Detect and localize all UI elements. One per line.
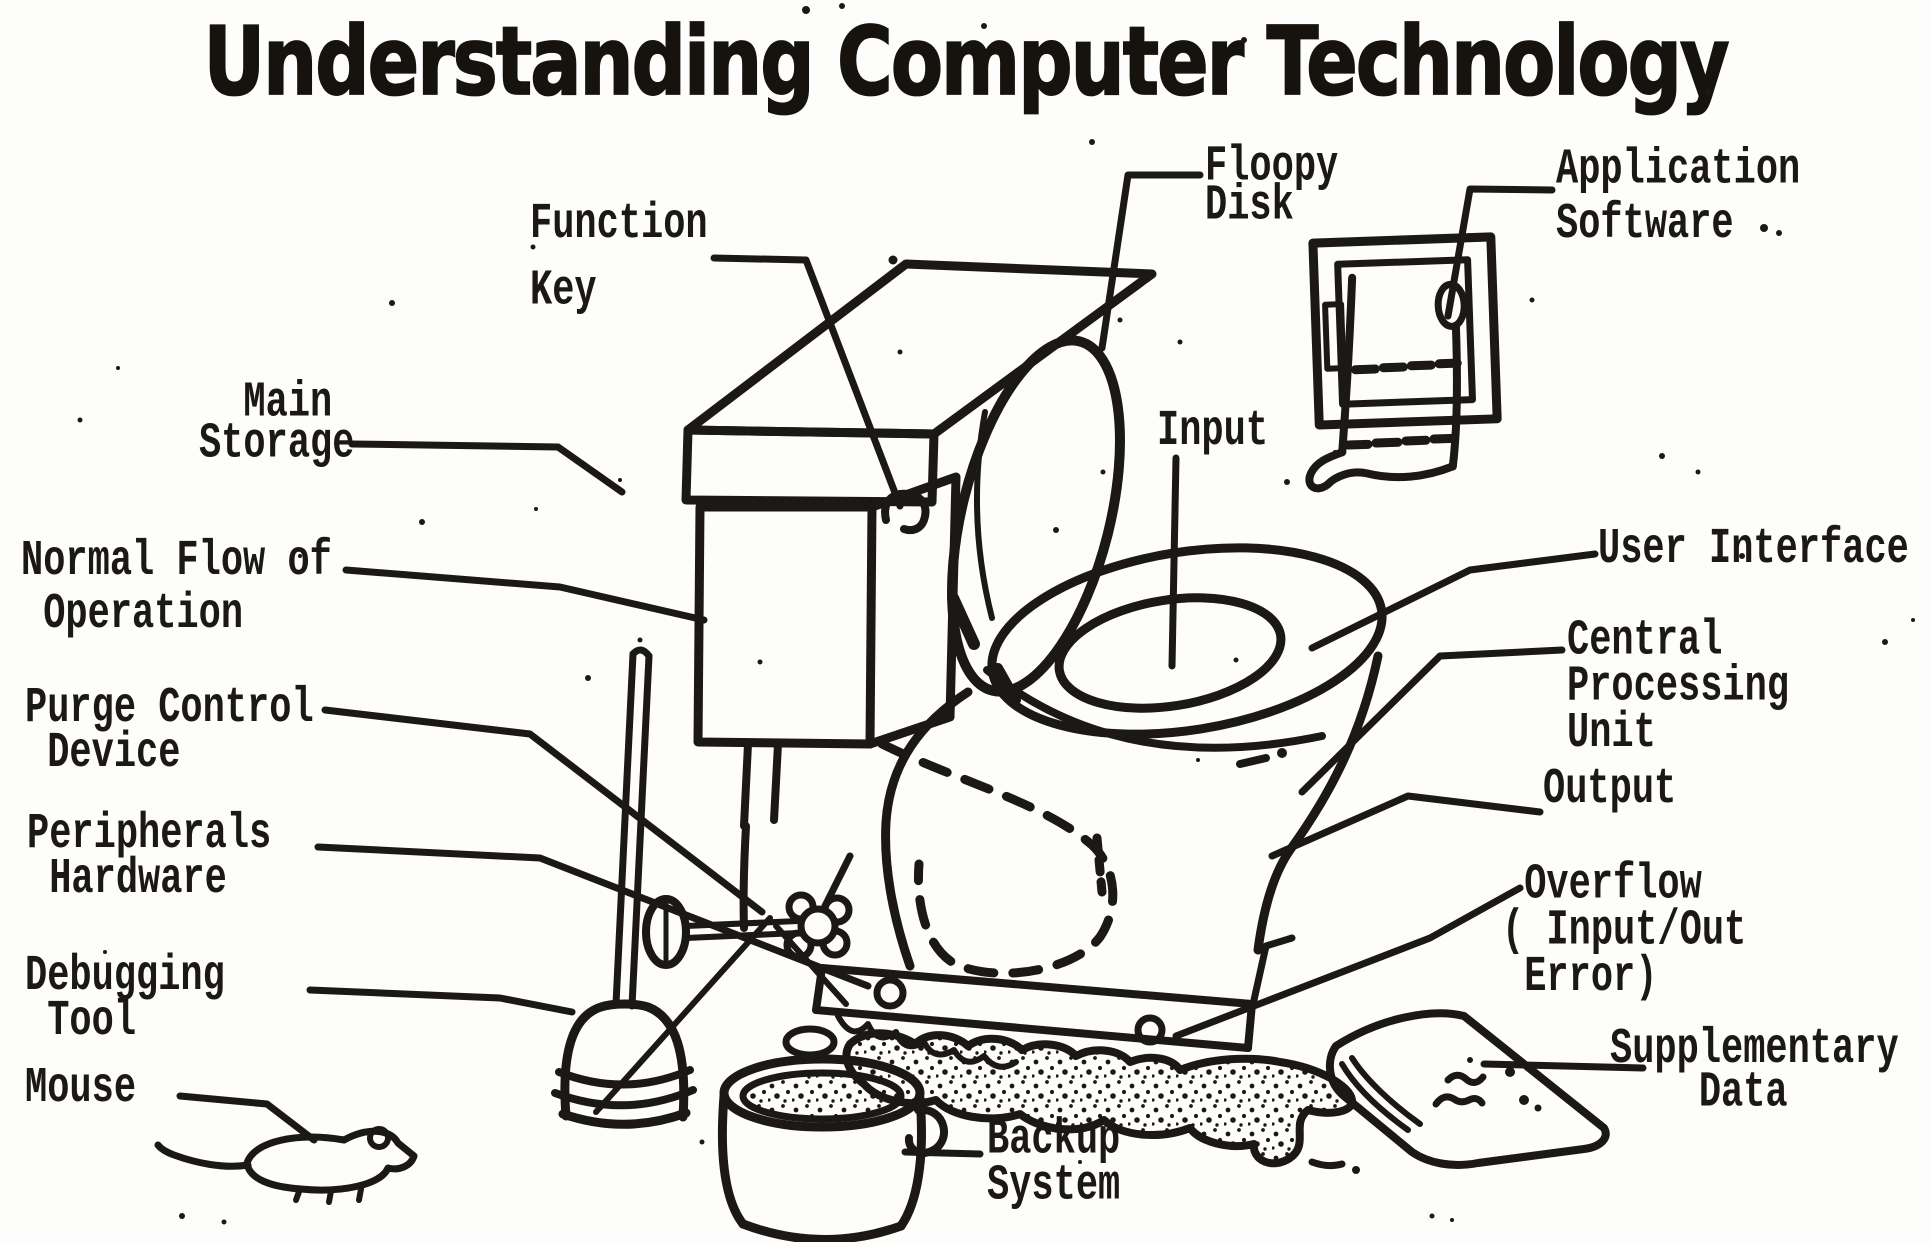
leader-application-software xyxy=(1444,185,1556,320)
label-mouse: Mouse xyxy=(25,1060,137,1118)
purge-valve-icon xyxy=(593,852,854,1115)
overflow-puddle-icon xyxy=(842,1029,1360,1174)
toilet-seat-lid-icon xyxy=(947,335,1125,705)
label-main-storage: Main Storage xyxy=(199,374,355,473)
flush-handle-icon xyxy=(881,489,930,535)
label-central-processing-unit: Central Processing Unit xyxy=(1567,612,1790,763)
label-application-software: Application Software xyxy=(1556,141,1801,254)
chamber-pot-icon xyxy=(717,1054,948,1242)
label-overflow-input-out-error: Overflow ( Input/Out Error) xyxy=(1502,856,1747,1007)
leader-supplementary-data xyxy=(1480,1060,1647,1072)
label-output: Output xyxy=(1543,761,1677,819)
label-debugging-tool: Debugging Tool xyxy=(25,948,225,1051)
label-floppy-disk: Floopy Disk xyxy=(1205,138,1339,236)
leader-mouse xyxy=(176,1092,318,1144)
toilet-bowl-icon xyxy=(881,651,1383,971)
leader-output xyxy=(1268,792,1544,860)
label-backup-system: Backup System xyxy=(987,1111,1121,1215)
mounting-bolt-icon xyxy=(1134,1014,1166,1046)
label-user-interface: User Interface xyxy=(1598,521,1909,579)
page-title: Understanding Computer Technology xyxy=(203,5,1731,117)
toilet-seat-icon xyxy=(983,543,1387,768)
newspaper-icon xyxy=(1325,1009,1610,1169)
leader-peripherals-hardware xyxy=(314,843,872,990)
toilet-tank-icon xyxy=(681,255,1157,749)
toilet-paper-holder-icon xyxy=(1305,232,1502,493)
toilet-base-icon xyxy=(782,934,1296,1070)
label-function-key: Function Key xyxy=(530,196,708,320)
label-peripherals-hardware: Peripherals Hardware xyxy=(27,806,272,909)
leader-purge-control xyxy=(321,706,766,916)
leader-overflow xyxy=(1172,884,1524,1040)
plunger-icon xyxy=(551,646,697,1129)
photocopy-specks-icon xyxy=(77,3,1915,1225)
leader-main-storage xyxy=(348,440,626,496)
leader-floppy-disk xyxy=(1098,171,1204,352)
label-purge-control-device: Purge Control Device xyxy=(25,680,314,783)
mouse-icon xyxy=(154,1126,418,1205)
leader-central-processing-unit xyxy=(1298,646,1566,796)
label-normal-flow-of-operation: Normal Flow of Operation xyxy=(21,533,332,644)
mounting-bolt-icon xyxy=(873,976,907,1010)
leader-lines xyxy=(176,171,1647,1158)
supply-pipe-icon xyxy=(739,740,782,932)
label-input: Input xyxy=(1157,403,1269,461)
label-supplementary-data: Supplementary Data xyxy=(1610,1021,1899,1122)
flush-trap-dashed-line-icon xyxy=(877,739,1118,978)
leader-function-key xyxy=(710,254,904,510)
leader-user-interface xyxy=(1308,550,1599,652)
leader-input xyxy=(1168,454,1180,670)
leader-normal-flow xyxy=(342,566,708,624)
leader-debugging-tool xyxy=(306,986,576,1016)
leader-backup-system xyxy=(901,1148,984,1158)
